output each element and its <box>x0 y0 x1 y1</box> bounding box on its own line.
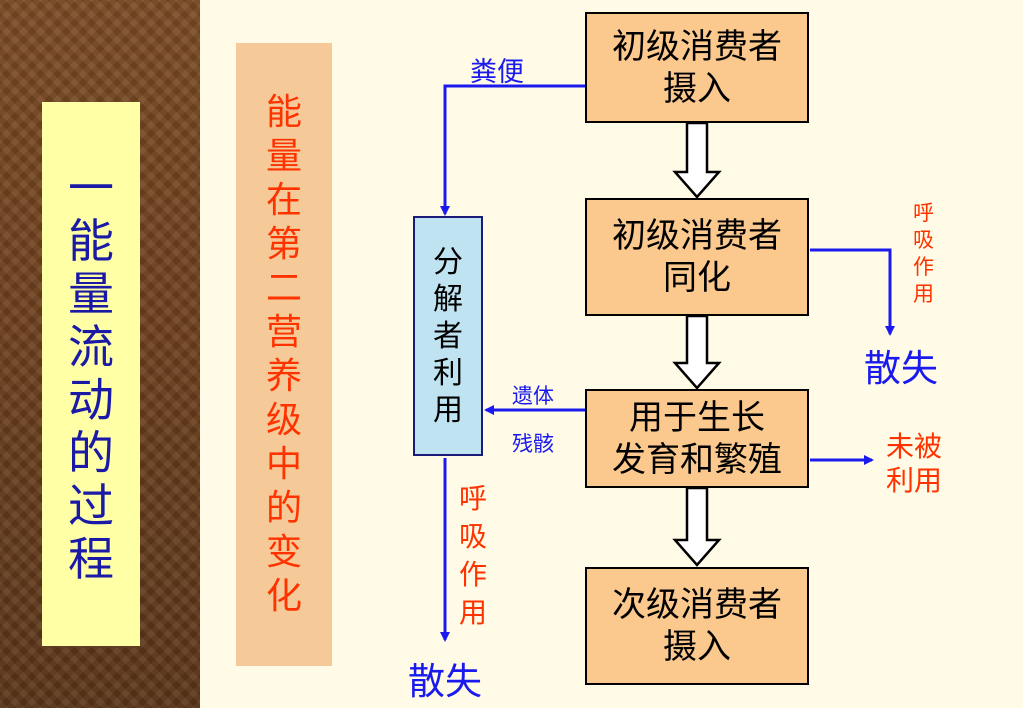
label-unused: 未被 利用 <box>886 430 943 497</box>
subtitle-char: 级 <box>265 399 302 441</box>
label-respiration-bottom: 呼 吸 作 用 <box>459 482 488 629</box>
subtitle-char: 第 <box>265 223 302 265</box>
decomposer-char: 分 <box>433 244 463 280</box>
subtitle-char: 化 <box>265 575 302 617</box>
block-arrow-assimilation-to-growth <box>672 314 722 390</box>
title-char: 能 <box>68 214 114 268</box>
subtitle-char: 量 <box>265 135 302 177</box>
subtitle-char: 中 <box>265 443 302 485</box>
decomposer-char: 利 <box>433 355 463 391</box>
label-remains: 遗体 残骸 <box>512 384 554 456</box>
decomposer-char: 用 <box>433 392 463 428</box>
subtitle-char: 在 <box>265 179 302 221</box>
decomposer-char: 解 <box>433 281 463 317</box>
title-char: 过 <box>68 479 114 533</box>
box-primary-consumer-assimilation: 初级消费者 同化 <box>585 198 809 316</box>
title-char: 一 <box>68 161 114 215</box>
decomposer-char: 者 <box>433 318 463 354</box>
box-primary-consumer-intake: 初级消费者 摄入 <box>585 12 809 123</box>
title-char: 动 <box>68 373 114 427</box>
label-loss-bottom: 散失 <box>408 660 482 703</box>
block-arrow-intake-to-assimilation <box>672 121 722 199</box>
arrow-feces-to-decomposer <box>440 84 585 216</box>
subtitle-char: 二 <box>265 267 302 309</box>
box-secondary-consumer-intake: 次级消费者 摄入 <box>585 567 809 685</box>
box-decomposer-use: 分 解 者 利 用 <box>413 216 483 456</box>
arrow-respiration-loss <box>810 248 895 336</box>
diagram-subtitle: 能 量 在 第 二 营 养 级 中 的 变 化 <box>236 43 332 666</box>
title-char: 程 <box>68 532 114 586</box>
title-char: 流 <box>68 320 114 374</box>
subtitle-char: 能 <box>265 91 302 133</box>
subtitle-char: 营 <box>265 311 302 353</box>
title-char: 的 <box>68 426 114 480</box>
label-feces: 粪便 <box>470 57 524 88</box>
title-char: 量 <box>68 267 114 321</box>
label-respiration-right: 呼 吸 作 用 <box>913 201 934 306</box>
box-growth-reproduction: 用于生长 发育和繁殖 <box>585 389 809 488</box>
subtitle-char: 养 <box>265 355 302 397</box>
label-loss-right: 散失 <box>864 347 938 390</box>
section-title: 一 能 量 流 动 的 过 程 <box>42 102 140 646</box>
subtitle-char: 的 <box>265 487 302 529</box>
subtitle-char: 变 <box>265 531 302 573</box>
block-arrow-growth-to-secondary <box>672 486 722 567</box>
